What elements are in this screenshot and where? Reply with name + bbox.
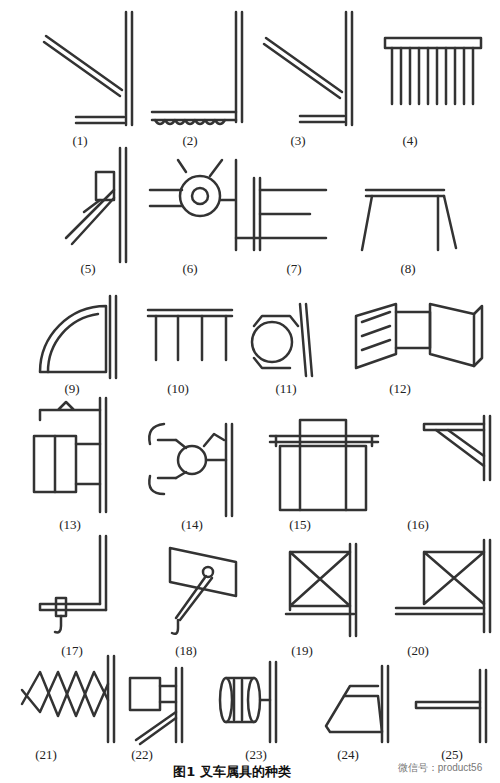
roll-prong-sketch (220, 662, 276, 742)
callout-number: (12) (389, 382, 411, 395)
callout-number: (2) (182, 134, 197, 147)
scissor-sketch (396, 540, 490, 632)
roll-clamp-sketch (252, 304, 312, 376)
fork-sketch (264, 12, 352, 125)
callout-number: (9) (64, 382, 79, 395)
carton-clamp-sketch (34, 398, 106, 512)
drum-clamp-sketch (270, 420, 378, 510)
side-shift-sketch (130, 668, 182, 744)
callout-number: (7) (286, 262, 301, 275)
callout-number: (8) (400, 262, 415, 275)
bucket-sketch (326, 666, 388, 742)
hook-sketch (40, 536, 106, 632)
callout-number: (24) (337, 748, 359, 761)
callout-number: (6) (182, 262, 197, 275)
callout-number: (18) (175, 644, 197, 657)
callout-number: (3) (290, 134, 305, 147)
callout-number: (10) (167, 382, 189, 395)
ram-sketch (416, 670, 486, 742)
extension-sketch (22, 656, 114, 742)
callout-number: (20) (407, 644, 429, 657)
figure-caption: 图1 叉车属具的种类 (173, 765, 291, 778)
callout-number: (1) (72, 134, 87, 147)
callout-number: (14) (181, 518, 203, 531)
fork-sketch (152, 12, 242, 124)
callout-number: (5) (80, 262, 95, 275)
bale-clamp-sketch (356, 304, 482, 368)
callout-number: (13) (59, 518, 81, 531)
push-pull-sketch (66, 148, 126, 262)
claw-sketch (149, 424, 232, 516)
callout-number: (23) (245, 748, 267, 761)
callout-number: (22) (131, 748, 153, 761)
watermark: 微信号：product56 (398, 763, 482, 773)
comb-sketch (385, 38, 481, 104)
platform-sketch (362, 190, 456, 250)
callout-number: (17) (61, 644, 83, 657)
rake-sketch (148, 310, 232, 360)
callout-number: (16) (407, 518, 429, 531)
rotator-sketch (150, 160, 236, 250)
callout-number: (15) (289, 518, 311, 531)
scissor-sketch (286, 544, 356, 636)
callout-number: (11) (275, 382, 296, 395)
quarter-arm-sketch (40, 296, 116, 378)
jib-sketch (170, 548, 236, 634)
callout-number: (21) (35, 748, 57, 761)
fork-sketch (44, 12, 132, 125)
callout-number: (25) (441, 748, 463, 761)
bracket-sketch (424, 416, 490, 480)
multi-fork-sketch (236, 178, 326, 250)
callout-number: (4) (402, 134, 417, 147)
callout-number: (19) (291, 644, 313, 657)
